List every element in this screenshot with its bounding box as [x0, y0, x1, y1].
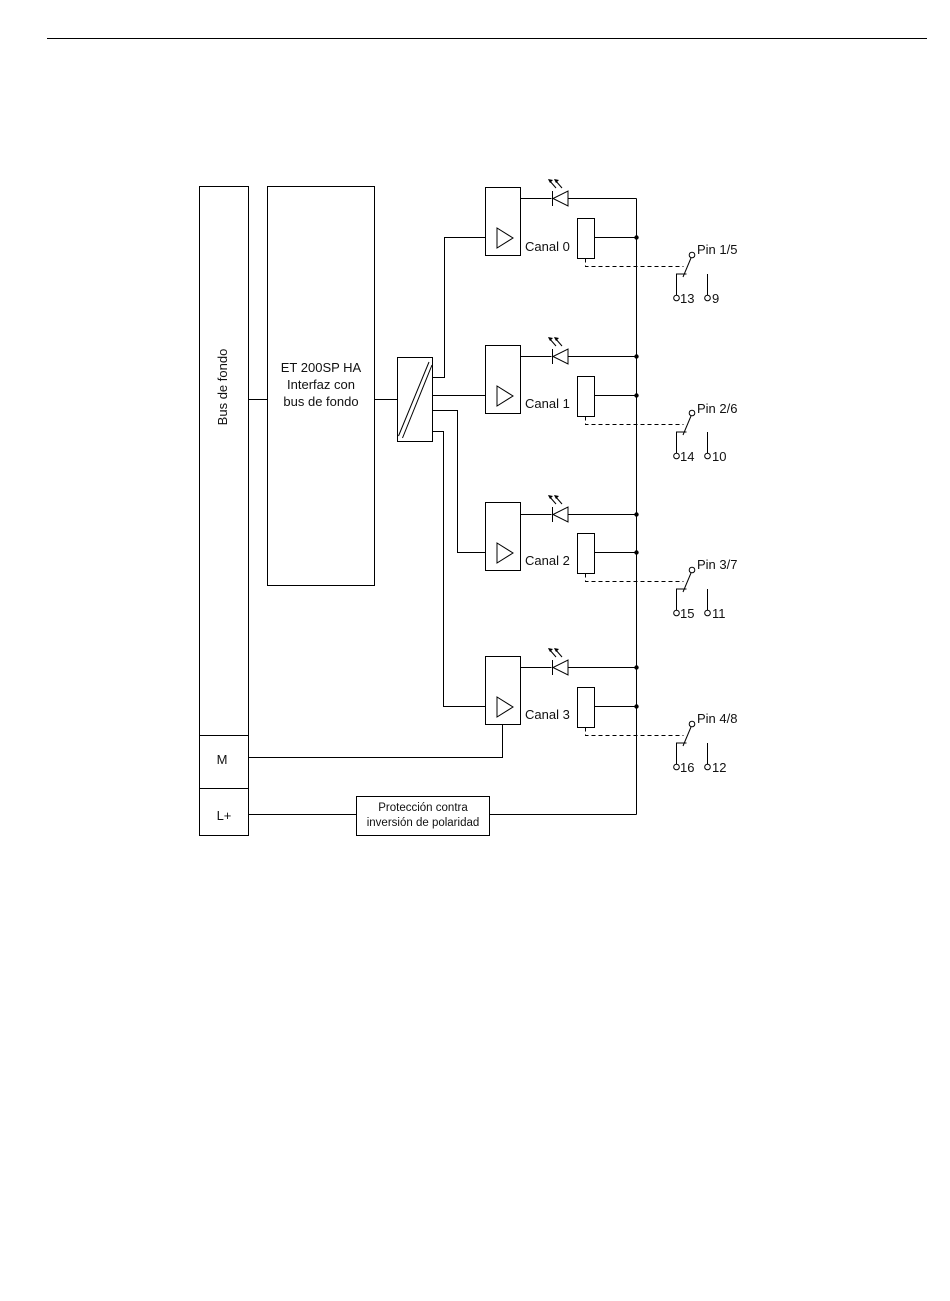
interface-label-line1: ET 200SP HA: [281, 360, 362, 375]
channel-0-terminal-b: 9: [712, 291, 719, 306]
channel-3-label: Canal 3: [525, 707, 570, 722]
channel-3-terminal-b: 12: [712, 760, 726, 775]
interface-label-line2: Interfaz con: [287, 377, 355, 392]
channel-0-terminal-a: 13: [680, 291, 694, 306]
channel-distribution-wires: [433, 238, 486, 707]
m-terminal-label: M: [217, 752, 228, 767]
backplane-bus-label: Bus de fondo: [215, 349, 230, 426]
isolation-block: [398, 358, 433, 442]
channel-1: [486, 337, 711, 459]
channel-3: [486, 648, 711, 770]
channel-2-label: Canal 2: [525, 553, 570, 568]
polarity-protection-line1: Protección contra: [378, 802, 468, 814]
channel-1-pin-label: Pin 2/6: [697, 401, 737, 416]
channel-0-label: Canal 0: [525, 239, 570, 254]
polarity-protection-line2: inversión de polaridad: [367, 817, 480, 829]
channel-1-label: Canal 1: [525, 396, 570, 411]
channel-3-pin-label: Pin 4/8: [697, 711, 737, 726]
interface-label-line3: bus de fondo: [283, 394, 358, 409]
channel-0: [486, 179, 711, 301]
lplus-terminal-label: L+: [217, 808, 232, 823]
channel-1-terminal-b: 10: [712, 449, 726, 464]
channel-1-terminal-a: 14: [680, 449, 694, 464]
channel-3-terminal-a: 16: [680, 760, 694, 775]
channel-2-terminal-a: 15: [680, 606, 694, 621]
channel-2: [486, 495, 711, 616]
m-ground-wire: [249, 725, 503, 758]
channel-2-pin-label: Pin 3/7: [697, 557, 737, 572]
channel-2-terminal-b: 11: [712, 606, 726, 621]
channel-0-pin-label: Pin 1/5: [697, 242, 737, 257]
backplane-bus-block: [200, 187, 249, 836]
